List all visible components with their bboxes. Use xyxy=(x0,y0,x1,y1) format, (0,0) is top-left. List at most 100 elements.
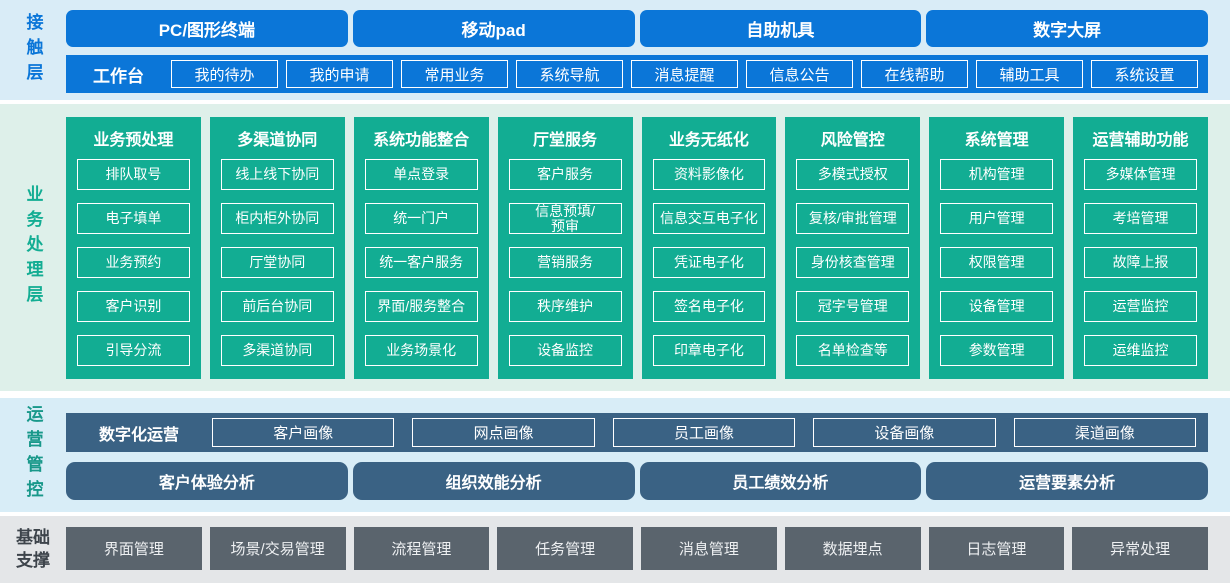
workbench-bar: 工作台 我的待办 我的申请 常用业务 系统导航 消息提醒 信息公告 在线帮助 辅… xyxy=(66,55,1208,93)
persona-employee[interactable]: 员工画像 xyxy=(612,418,796,447)
feature-button-identity-verification[interactable]: 身份核查管理 xyxy=(796,247,910,278)
column-system-integration: 系统功能整合 单点登录 统一门户 统一客户服务 界面/服务整合 业务场景化 xyxy=(353,117,489,379)
contact-layer-content: PC/图形终端 移动pad 自助机具 数字大屏 工作台 我的待办 我的申请 常用… xyxy=(66,0,1230,100)
foundation-layer-label-col: 基础支撑 xyxy=(0,516,66,583)
column-hall-service: 厅堂服务 客户服务 信息预填/ 预审 营销服务 秩序维护 设备监控 xyxy=(497,117,633,379)
analysis-employee-performance[interactable]: 员工绩效分析 xyxy=(639,462,922,500)
feature-button-counter-collab[interactable]: 柜内柜外协同 xyxy=(220,203,334,234)
foundation-process-mgmt[interactable]: 流程管理 xyxy=(353,527,490,570)
feature-button-marketing-service[interactable]: 营销服务 xyxy=(508,247,622,278)
feature-button-queue-number[interactable]: 排队取号 xyxy=(77,159,190,190)
terminal-button-mobile-pad[interactable]: 移动pad xyxy=(352,10,635,47)
contact-layer: 接触层 PC/图形终端 移动pad 自助机具 数字大屏 工作台 我的待办 我的申… xyxy=(0,0,1230,100)
column-ops-auxiliary: 运营辅助功能 多媒体管理 考培管理 故障上报 运营监控 运维监控 xyxy=(1073,117,1208,379)
feature-button-customer-id[interactable]: 客户识别 xyxy=(77,291,190,322)
persona-channel[interactable]: 渠道画像 xyxy=(1013,418,1197,447)
foundation-layer: 基础支撑 界面管理 场景/交易管理 流程管理 任务管理 消息管理 数据埋点 日志… xyxy=(0,516,1230,583)
feature-button-prefill-preaudit[interactable]: 信息预填/ 预审 xyxy=(508,203,622,234)
foundation-log-mgmt[interactable]: 日志管理 xyxy=(928,527,1065,570)
feature-button-maintenance-monitor[interactable]: 运维监控 xyxy=(1084,335,1197,366)
feature-button-review-approval[interactable]: 复核/审批管理 xyxy=(796,203,910,234)
feature-button-seal-electronic[interactable]: 印章电子化 xyxy=(652,335,766,366)
feature-button-unified-customer-service[interactable]: 统一客户服务 xyxy=(364,247,478,278)
feature-button-document-imaging[interactable]: 资料影像化 xyxy=(652,159,766,190)
terminal-row: PC/图形终端 移动pad 自助机具 数字大屏 xyxy=(66,10,1208,47)
column-title: 系统管理 xyxy=(964,132,1029,149)
foundation-exception-handling[interactable]: 异常处理 xyxy=(1072,527,1208,570)
feature-button-voucher-electronic[interactable]: 凭证电子化 xyxy=(652,247,766,278)
wb-item-system-navigation[interactable]: 系统导航 xyxy=(516,60,623,88)
feature-button-e-form[interactable]: 电子填单 xyxy=(77,203,190,234)
wb-item-my-todo[interactable]: 我的待办 xyxy=(171,60,278,88)
digital-ops-label: 数字化运营 xyxy=(98,426,179,444)
column-title: 系统功能整合 xyxy=(373,132,470,149)
contact-layer-label-col: 接触层 xyxy=(0,0,66,100)
terminal-button-pc[interactable]: PC/图形终端 xyxy=(66,10,348,47)
feature-button-device-monitor[interactable]: 设备监控 xyxy=(508,335,622,366)
foundation-data-tracking[interactable]: 数据埋点 xyxy=(784,527,921,570)
feature-button-appointment[interactable]: 业务预约 xyxy=(77,247,190,278)
feature-button-ui-service-integration[interactable]: 界面/服务整合 xyxy=(364,291,478,322)
wb-item-message-reminder[interactable]: 消息提醒 xyxy=(631,60,738,88)
business-layer-label-col: 业务处理层 xyxy=(0,104,66,391)
persona-branch[interactable]: 网点画像 xyxy=(412,418,595,447)
operations-layer: 运营管控 数字化运营 客户画像 网点画像 员工画像 设备画像 渠道画像 客户体验… xyxy=(0,398,1230,512)
feature-button-multichannel-collab[interactable]: 多渠道协同 xyxy=(220,335,334,366)
analysis-ops-elements[interactable]: 运营要素分析 xyxy=(926,462,1208,500)
foundation-layer-label: 基础支撑 xyxy=(16,528,50,570)
persona-device[interactable]: 设备画像 xyxy=(813,418,996,447)
feature-button-operation-monitor[interactable]: 运营监控 xyxy=(1084,291,1197,322)
wb-item-system-settings[interactable]: 系统设置 xyxy=(1091,60,1198,88)
column-title: 厅堂服务 xyxy=(533,132,598,149)
feature-button-user-mgmt[interactable]: 用户管理 xyxy=(940,203,1054,234)
feature-button-org-mgmt[interactable]: 机构管理 xyxy=(940,159,1054,190)
persona-customer[interactable]: 客户画像 xyxy=(212,418,395,447)
feature-button-device-mgmt[interactable]: 设备管理 xyxy=(940,291,1054,322)
terminal-button-self-service[interactable]: 自助机具 xyxy=(639,10,922,47)
wb-item-auxiliary-tools[interactable]: 辅助工具 xyxy=(976,60,1083,88)
feature-button-training-mgmt[interactable]: 考培管理 xyxy=(1084,203,1197,234)
terminal-button-digital-screen[interactable]: 数字大屏 xyxy=(926,10,1208,47)
foundation-scene-txn-mgmt[interactable]: 场景/交易管理 xyxy=(209,527,346,570)
feature-button-permission-mgmt[interactable]: 权限管理 xyxy=(940,247,1054,278)
wb-item-info-announcement[interactable]: 信息公告 xyxy=(746,60,853,88)
feature-button-hall-collab[interactable]: 厅堂协同 xyxy=(220,247,334,278)
feature-button-list-check[interactable]: 名单检查等 xyxy=(796,335,910,366)
feature-button-online-offline[interactable]: 线上线下协同 xyxy=(220,159,334,190)
feature-button-sso[interactable]: 单点登录 xyxy=(364,159,478,190)
column-title: 运营辅助功能 xyxy=(1092,132,1189,149)
column-title: 业务无纸化 xyxy=(668,132,749,149)
feature-button-order-maintenance[interactable]: 秩序维护 xyxy=(508,291,622,322)
column-paperless: 业务无纸化 资料影像化 信息交互电子化 凭证电子化 签名电子化 印章电子化 xyxy=(641,117,777,379)
analysis-org-efficiency[interactable]: 组织效能分析 xyxy=(352,462,635,500)
column-title: 风险管控 xyxy=(820,132,885,149)
feature-button-multimedia-mgmt[interactable]: 多媒体管理 xyxy=(1084,159,1197,190)
foundation-message-mgmt[interactable]: 消息管理 xyxy=(641,527,777,570)
wb-item-online-help[interactable]: 在线帮助 xyxy=(861,60,968,88)
feature-button-front-back-collab[interactable]: 前后台协同 xyxy=(220,291,334,322)
wb-item-my-applications[interactable]: 我的申请 xyxy=(286,60,393,88)
operations-layer-content: 数字化运营 客户画像 网点画像 员工画像 设备画像 渠道画像 客户体验分析 组织… xyxy=(66,398,1230,512)
operations-layer-label-col: 运营管控 xyxy=(0,398,66,512)
feature-button-banknote-serial[interactable]: 冠字号管理 xyxy=(796,291,910,322)
operations-layer-label: 运营管控 xyxy=(23,405,43,505)
feature-button-info-exchange-electronic[interactable]: 信息交互电子化 xyxy=(652,203,766,234)
feature-button-business-scenario[interactable]: 业务场景化 xyxy=(364,335,478,366)
column-business-preprocess: 业务预处理 排队取号 电子填单 业务预约 客户识别 引导分流 xyxy=(66,117,201,379)
feature-button-signature-electronic[interactable]: 签名电子化 xyxy=(652,291,766,322)
foundation-task-mgmt[interactable]: 任务管理 xyxy=(497,527,633,570)
feature-button-unified-portal[interactable]: 统一门户 xyxy=(364,203,478,234)
foundation-ui-mgmt[interactable]: 界面管理 xyxy=(66,527,202,570)
feature-button-fault-report[interactable]: 故障上报 xyxy=(1084,247,1197,278)
feature-button-customer-service[interactable]: 客户服务 xyxy=(508,159,622,190)
feature-button-parameter-mgmt[interactable]: 参数管理 xyxy=(940,335,1054,366)
analysis-customer-experience[interactable]: 客户体验分析 xyxy=(66,462,348,500)
column-title: 业务预处理 xyxy=(93,132,174,149)
column-system-management: 系统管理 机构管理 用户管理 权限管理 设备管理 参数管理 xyxy=(929,117,1065,379)
wb-item-common-business[interactable]: 常用业务 xyxy=(401,60,508,88)
foundation-layer-content: 界面管理 场景/交易管理 流程管理 任务管理 消息管理 数据埋点 日志管理 异常… xyxy=(66,516,1230,583)
column-risk-control: 风险管控 多模式授权 复核/审批管理 身份核查管理 冠字号管理 名单检查等 xyxy=(785,117,921,379)
feature-button-multimode-authorization[interactable]: 多模式授权 xyxy=(796,159,910,190)
feature-button-guidance[interactable]: 引导分流 xyxy=(77,335,190,366)
